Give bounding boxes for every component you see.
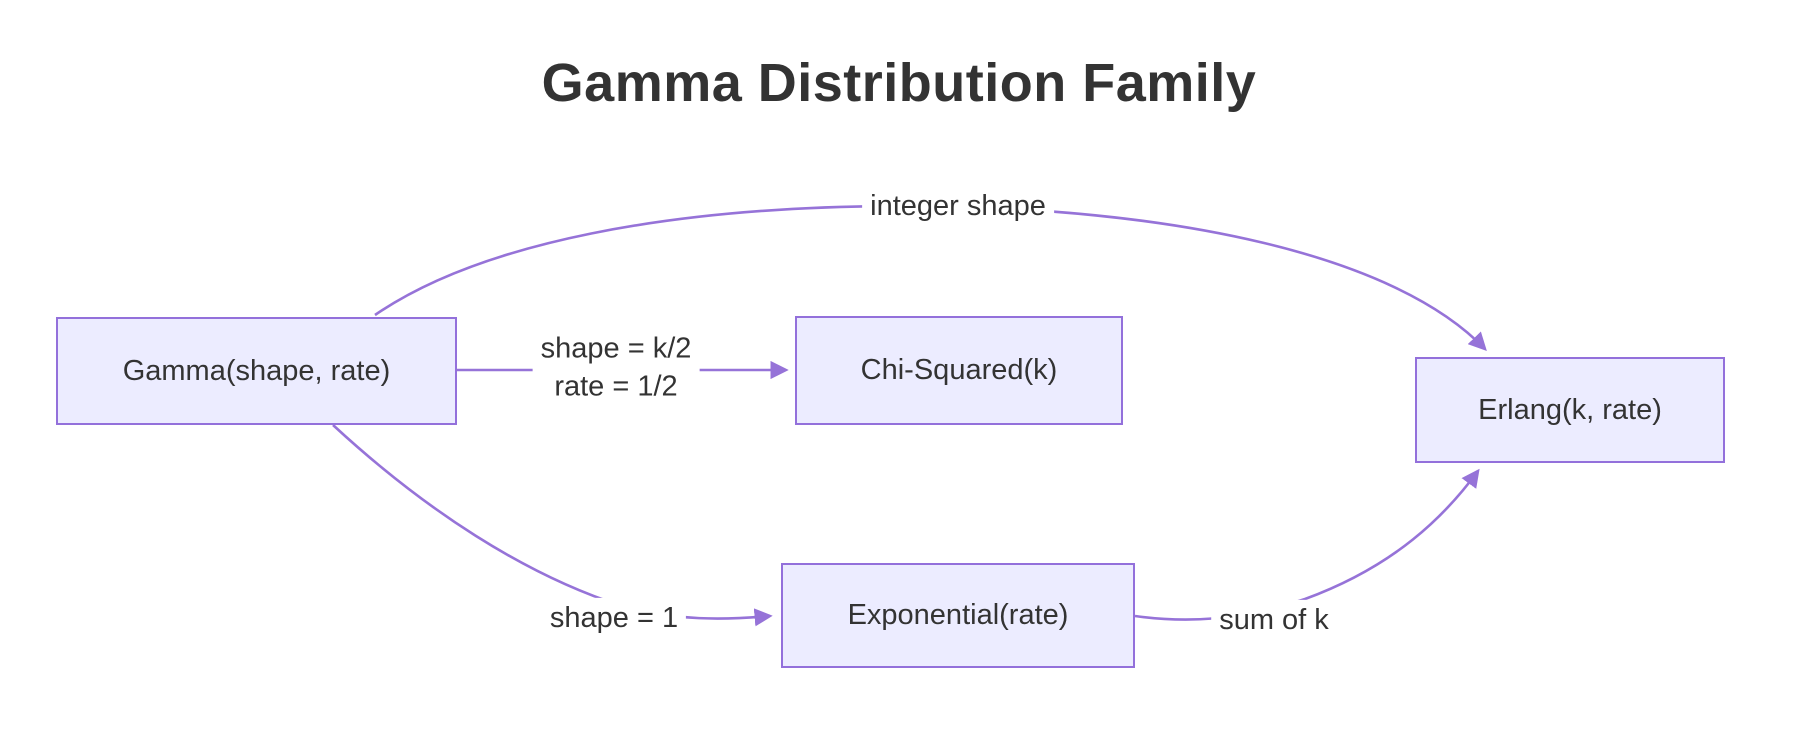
edge-label-line: rate = 1/2: [554, 371, 678, 403]
node-exponential-label: Exponential(rate): [847, 599, 1069, 631]
edge-label-integer-shape: integer shape: [862, 185, 1054, 227]
diagram-title: Gamma Distribution Family: [541, 53, 1257, 113]
edge-label-line: integer shape: [870, 189, 1046, 222]
node-chi-squared: Chi-Squared(k): [795, 316, 1123, 425]
edge-label-line: shape = k/2: [540, 332, 692, 365]
edge-label-shape-1: shape = 1: [541, 597, 687, 639]
node-erlang-label: Erlang(k, rate): [1478, 393, 1662, 426]
edge-label-line: shape = 1: [549, 601, 679, 634]
node-gamma-label: Gamma(shape, rate): [122, 354, 391, 387]
node-chi-squared-label: Chi-Squared(k): [860, 354, 1058, 386]
edge-label-line: sum of k: [1219, 603, 1329, 636]
node-gamma: Gamma(shape, rate): [56, 317, 457, 425]
edge-exponential-to-erlang: [1134, 468, 1480, 621]
node-exponential: Exponential(rate): [781, 563, 1135, 668]
edge-label-sum-of-k: sum of k: [1211, 599, 1337, 641]
edge-gamma-to-exponential: [332, 424, 773, 627]
edge-label-shape-k2-rate-12: shape = k/2 rate = 1/2: [532, 328, 700, 408]
node-erlang: Erlang(k, rate): [1415, 357, 1725, 463]
